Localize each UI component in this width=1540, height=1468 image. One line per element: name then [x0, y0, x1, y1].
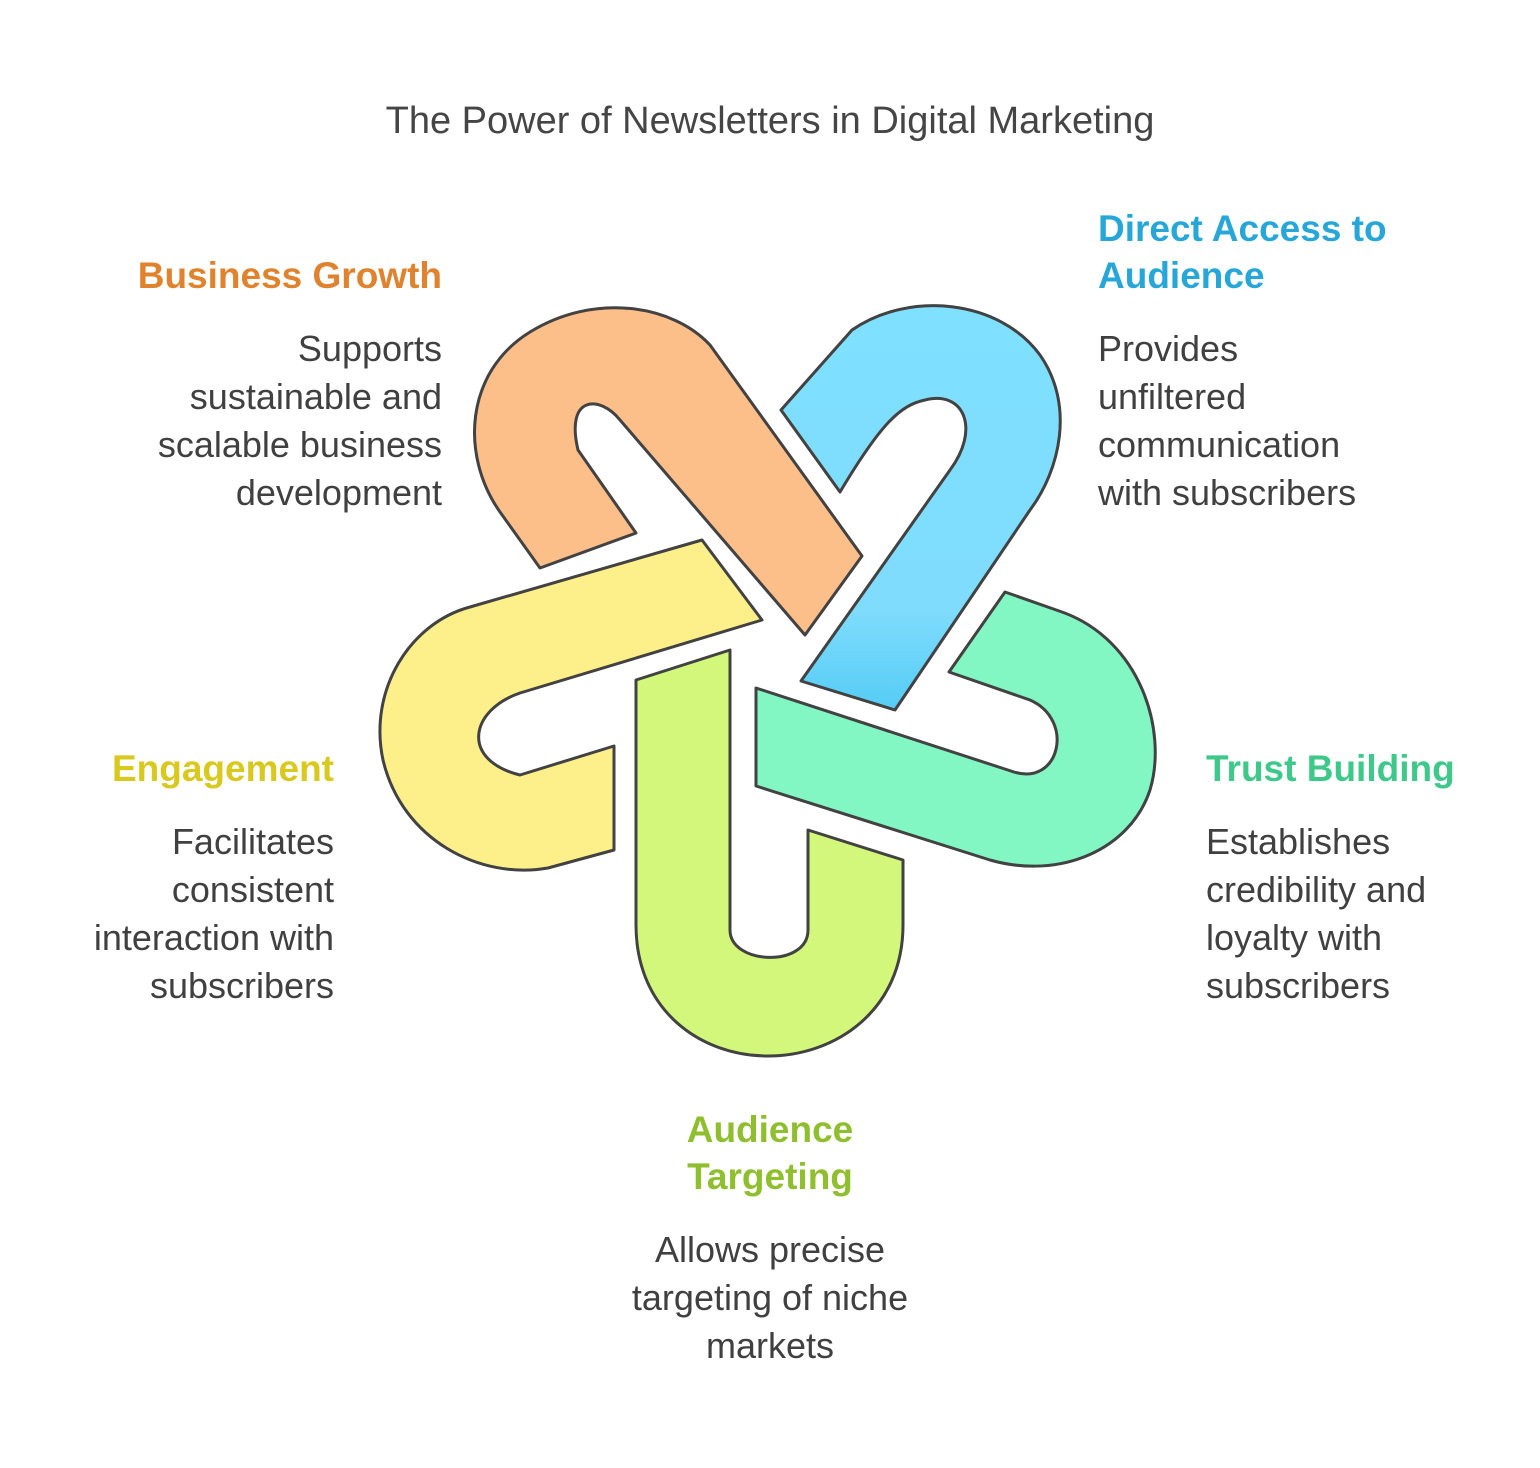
business-growth-block: Business Growth Supports sustainable and…: [60, 252, 442, 517]
audience-targeting-description: Allows precise targeting of niche market…: [631, 1229, 909, 1366]
engagement-link: [378, 538, 764, 872]
trust-building-heading: Trust Building: [1206, 748, 1455, 789]
direct-access-block: Direct Access to Audience Provides unfil…: [1098, 205, 1518, 517]
business-growth-link: [473, 306, 864, 637]
audience-targeting-link: [634, 648, 905, 1058]
direct-access-description: Provides unfiltered communication with s…: [1098, 328, 1357, 513]
diagram-title: The Power of Newsletters in Digital Mark…: [385, 100, 1155, 142]
engagement-heading: Engagement: [111, 748, 334, 789]
direct-access-heading: Direct Access to Audience: [1098, 208, 1387, 296]
engagement-block: Engagement Facilitates consistent intera…: [20, 745, 334, 1010]
trust-building-description: Establishes credibility and loyalty with…: [1206, 821, 1427, 1006]
engagement-description: Facilitates consistent interaction with …: [93, 821, 334, 1006]
audience-targeting-heading: Audience Targeting: [686, 1109, 854, 1197]
business-growth-description: Supports sustainable and scalable busine…: [157, 328, 442, 513]
trust-building-block: Trust Building Establishes credibility a…: [1206, 745, 1526, 1010]
direct-access-link: [779, 304, 1062, 712]
trust-building-link: [754, 590, 1157, 868]
business-growth-heading: Business Growth: [137, 255, 442, 296]
audience-targeting-block: Audience Targeting Allows precise target…: [570, 1106, 970, 1370]
